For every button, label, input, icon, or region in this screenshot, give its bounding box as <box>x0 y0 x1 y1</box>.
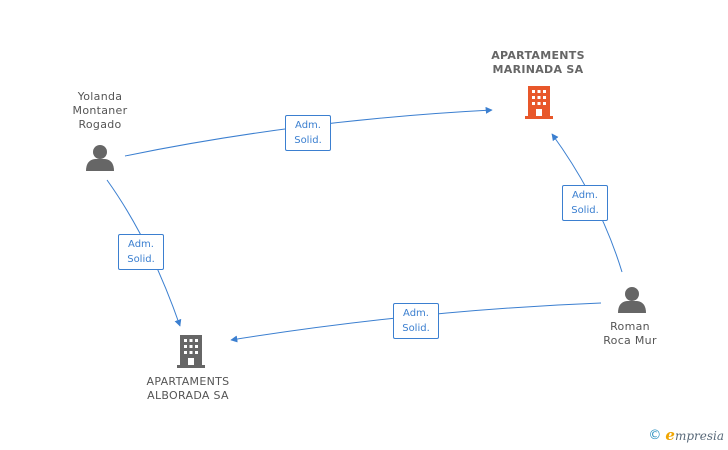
building-icon[interactable] <box>525 86 553 119</box>
person-icon[interactable] <box>618 287 646 313</box>
edge-label-yolanda-alborada: Adm. Solid. <box>118 234 164 270</box>
building-icon[interactable] <box>177 335 205 368</box>
edge-label-yolanda-marinada: Adm. Solid. <box>285 115 331 151</box>
node-label-yolanda[interactable]: Yolanda Montaner Rogado <box>72 90 128 131</box>
node-label-alborada[interactable]: APARTAMENTS ALBORADA SA <box>146 375 230 402</box>
edge-label-roman-alborada: Adm. Solid. <box>393 303 439 339</box>
node-label-marinada[interactable]: APARTAMENTS MARINADA SA <box>491 49 585 76</box>
person-icon[interactable] <box>86 145 114 171</box>
empresia-logo: empresia <box>665 426 724 444</box>
node-label-roman[interactable]: Roman Roca Mur <box>603 320 657 347</box>
copyright-symbol: © <box>648 427 662 443</box>
edge-label-roman-marinada: Adm. Solid. <box>562 185 608 221</box>
footer-brand: © empresia <box>648 426 724 444</box>
